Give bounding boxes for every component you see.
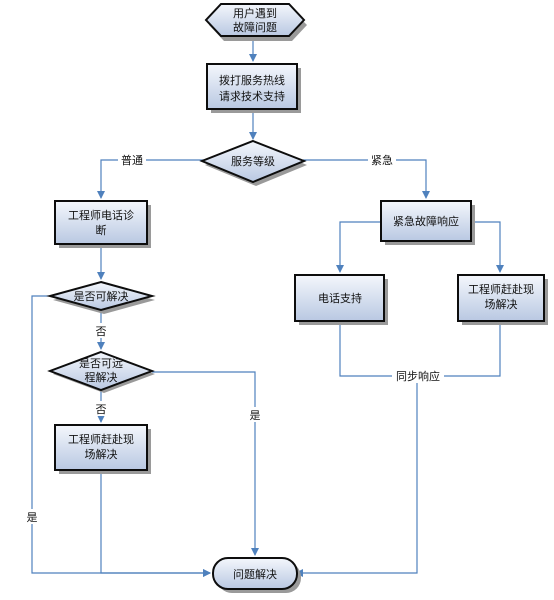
node-solvable-label: 是否可解决 [74,289,129,303]
edge-label-yes-remote: 是 [250,409,261,422]
node-onsite-right-line-2: 场解决 [485,297,518,311]
node-dial-line-2: 请求技术支持 [219,89,285,103]
edge-labels: 普通 紧急 否 否 是 是 同步响应 [25,152,444,524]
node-phone-diag-line-1: 工程师电话诊 [68,208,134,222]
node-service-level-label: 服务等级 [231,154,275,168]
node-phone-diagnosis: 工程师电话诊 断 [54,200,151,248]
edge-label-normal: 普通 [121,153,143,167]
node-resolved: 问题解决 [212,557,301,593]
node-phone-support: 电话支持 [294,274,388,325]
node-start-line-1: 用户遇到 [233,6,277,20]
node-dial-hotline: 拨打服务热线 请求技术支持 [206,63,301,113]
node-remote-line-2: 程解决 [85,370,118,384]
node-onsite-left-line-2: 场解决 [85,447,118,461]
edge-level-to-emergency [303,159,430,199]
edge-onsite-left-to-resolved [100,472,211,577]
edge-label-sync: 同步响应 [396,369,440,383]
edge-solvable-yes-to-resolved [31,295,211,577]
node-remote-line-1: 是否可远 [79,357,123,370]
node-solvable-decision: 是否可解决 [46,280,156,314]
node-start: 用户遇到 故障问题 [204,3,307,41]
node-onsite-right-line-1: 工程师赶赴现 [468,282,534,296]
node-onsite-right: 工程师赶赴现 场解决 [457,274,548,325]
node-service-level: 服务等级 [199,139,307,186]
edge-label-urgent: 紧急 [371,153,393,167]
edge-sync-to-resolved [295,376,418,577]
edge-label-yes-solvable: 是 [27,511,38,524]
edge-label-no-1: 否 [96,325,107,338]
node-phone-diag-line-2: 断 [96,223,107,237]
node-phone-support-label: 电话支持 [318,291,362,305]
edge-emergency-to-onsite-right [470,221,504,273]
edge-sync-merge [339,321,501,377]
node-emergency-response: 紧急故障响应 [380,200,475,245]
node-resolved-label: 问题解决 [233,567,277,581]
edge-label-no-2: 否 [96,403,107,416]
node-dial-line-1: 拨打服务热线 [219,73,285,87]
node-remote-decision: 是否可远 程解决 [47,350,155,393]
node-start-line-2: 故障问题 [233,20,277,34]
edge-level-to-phone-diag [97,159,205,199]
node-onsite-left: 工程师赶赴现 场解决 [54,424,151,474]
node-onsite-left-line-1: 工程师赶赴现 [68,432,134,446]
edge-emergency-to-phone-support [336,221,381,273]
node-emergency-label: 紧急故障响应 [393,214,459,228]
edge-remote-yes-to-resolved [152,371,259,556]
